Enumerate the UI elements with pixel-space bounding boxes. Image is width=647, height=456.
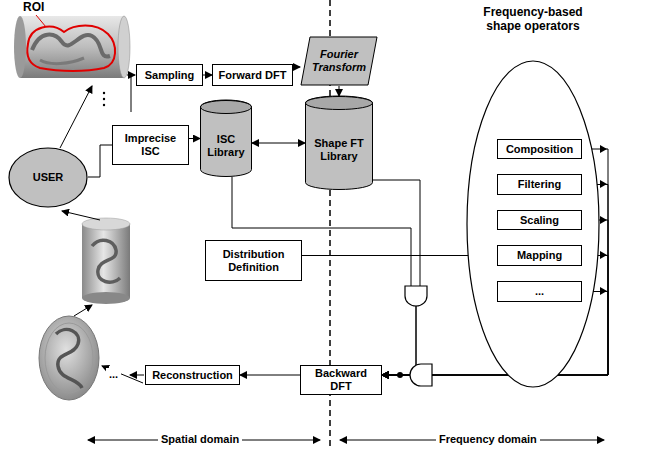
node-text: ISC Library bbox=[203, 133, 249, 158]
node-text: Imprecise ISC bbox=[113, 132, 188, 157]
domain-label: Spatial domain bbox=[158, 433, 242, 445]
node-text: Forward DFT bbox=[216, 69, 290, 82]
operator-box: Filtering bbox=[497, 174, 582, 195]
node-text: Filtering bbox=[515, 178, 564, 191]
flow-arrow bbox=[102, 366, 143, 383]
node-text: Frequency-based shape operators bbox=[479, 6, 587, 34]
node-text: Composition bbox=[503, 143, 576, 156]
callout-label: ROI bbox=[20, 0, 47, 14]
continuation-label: ... bbox=[106, 368, 121, 380]
and-gate bbox=[405, 286, 427, 306]
node-text: Mapping bbox=[514, 249, 565, 262]
process-box: Backward DFT bbox=[300, 365, 382, 395]
connector-arrow bbox=[189, 138, 200, 139]
process-box: Forward DFT bbox=[212, 64, 293, 86]
node-text: Fourier Transform bbox=[309, 48, 369, 73]
node-text: USER bbox=[33, 171, 64, 184]
operator-box: ... bbox=[497, 281, 582, 302]
junction-dot bbox=[397, 372, 403, 378]
connector-arrow bbox=[203, 75, 212, 76]
flow-arrow bbox=[74, 305, 92, 316]
flow-arrow bbox=[130, 375, 144, 376]
roi-image bbox=[14, 16, 130, 78]
operator-box: Composition bbox=[497, 139, 582, 159]
node-text: Shape FT Library bbox=[308, 137, 370, 162]
flow-arrow bbox=[62, 211, 100, 220]
roi-leader bbox=[36, 15, 46, 27]
node-text: Sampling bbox=[142, 69, 198, 82]
node-text: Reconstruction bbox=[149, 369, 236, 382]
connector-arrow bbox=[252, 143, 305, 144]
user-ellipse: USER bbox=[8, 147, 88, 208]
oval-result-image bbox=[39, 316, 99, 400]
node-text: Distribution Definition bbox=[206, 248, 301, 273]
process-box: Imprecise ISC bbox=[112, 125, 189, 165]
node-text: Scaling bbox=[517, 214, 562, 227]
library-cylinder: ISC Library bbox=[200, 100, 252, 177]
operator-box: Mapping bbox=[497, 245, 582, 266]
data-parallelogram: Fourier Transform bbox=[300, 36, 378, 86]
node-text: ... bbox=[532, 285, 547, 298]
continuation-dots bbox=[103, 92, 105, 106]
connector-arrow bbox=[88, 145, 112, 177]
process-box: Sampling bbox=[136, 64, 203, 86]
operator-group-ellipse: Frequency-based shape operatorsCompositi… bbox=[466, 2, 600, 388]
library-cylinder: Shape FT Library bbox=[305, 96, 373, 190]
operator-box: Scaling bbox=[497, 210, 582, 230]
process-box: Distribution Definition bbox=[205, 240, 302, 281]
node-text: Backward DFT bbox=[301, 367, 381, 392]
connector-arrow bbox=[373, 180, 420, 375]
connector-arrow bbox=[240, 375, 300, 376]
process-box: Reconstruction bbox=[145, 365, 240, 385]
operator-group-ellipse-outline bbox=[466, 2, 600, 388]
connector-arrow bbox=[293, 67, 300, 68]
domain-label: Frequency domain bbox=[436, 433, 540, 445]
connector-arrow bbox=[339, 86, 340, 96]
flow-arrow bbox=[60, 86, 92, 148]
flow-line bbox=[131, 75, 132, 112]
cylinder-result-image bbox=[82, 218, 130, 304]
and-gate bbox=[410, 364, 432, 386]
